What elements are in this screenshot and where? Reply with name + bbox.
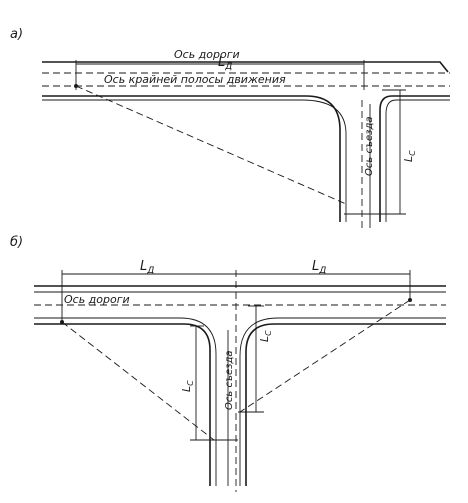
panel-b-sight-line-left <box>61 321 215 441</box>
panel-a-ld-sub: Д <box>224 62 232 72</box>
panel-a: a) Ось дороги Ось крайней полосы движени… <box>10 27 450 232</box>
panel-b-ramp-right-edge <box>245 323 275 486</box>
panel-b-lc-left-letter: L <box>180 386 193 392</box>
panel-b-ld-right-label: LД <box>312 259 326 276</box>
panel-b-ramp-left-inner <box>179 317 217 486</box>
panel-b-ramp-left-edge <box>183 323 211 486</box>
panel-b-sight-point-left <box>60 320 64 324</box>
panel-b-road-axis-label: Ось дороги <box>64 293 130 306</box>
panel-b-ld-left-label: LД <box>140 259 154 276</box>
panel-b-ld-left-letter: L <box>140 259 147 274</box>
panel-a-lc-letter: L <box>402 156 415 162</box>
panel-b: б) Ось дороги Ось съезда LД LД <box>10 235 446 492</box>
panel-a-ld-letter: L <box>218 55 225 70</box>
panel-b-sight-line-right <box>239 299 411 413</box>
panel-a-road-axis-label: Ось дороги <box>174 48 240 61</box>
panel-b-sight-point-right <box>408 298 412 302</box>
panel-a-sight-point <box>74 84 78 88</box>
panel-a-lc-sub: С <box>408 150 417 156</box>
panel-b-lc-right-sub: С <box>264 330 273 336</box>
panel-a-ramp-right-inner <box>385 99 397 222</box>
panel-a-label: a) <box>10 27 23 42</box>
panel-a-ramp-right-edge <box>379 95 393 222</box>
panel-a-ramp-left-edge <box>305 95 341 222</box>
panel-a-ramp-left-inner <box>301 99 347 222</box>
panel-b-ld-right-letter: L <box>312 259 319 274</box>
panel-a-exit-axis-label: Ось съезда <box>364 116 375 176</box>
panel-b-lc-left-label: LС <box>180 380 195 392</box>
panel-b-ld-left-sub: Д <box>146 266 154 276</box>
panel-a-lane-axis-label: Ось крайней полосы движения <box>104 73 286 86</box>
panel-b-label: б) <box>10 235 23 250</box>
panel-b-ld-right-sub: Д <box>318 266 326 276</box>
panel-b-lc-left-sub: С <box>186 380 195 386</box>
panel-a-sight-line <box>75 85 347 205</box>
panel-b-lc-right-letter: L <box>258 336 271 342</box>
panel-a-lc-label: LС <box>402 150 417 162</box>
panel-a-road-top-edge <box>42 61 449 73</box>
panel-b-exit-axis-label: Ось съезда <box>224 350 235 410</box>
panel-a-ld-label: LД <box>218 55 232 72</box>
panel-b-ramp-right-inner <box>239 317 279 486</box>
panel-b-lc-right-label: LС <box>258 330 273 342</box>
